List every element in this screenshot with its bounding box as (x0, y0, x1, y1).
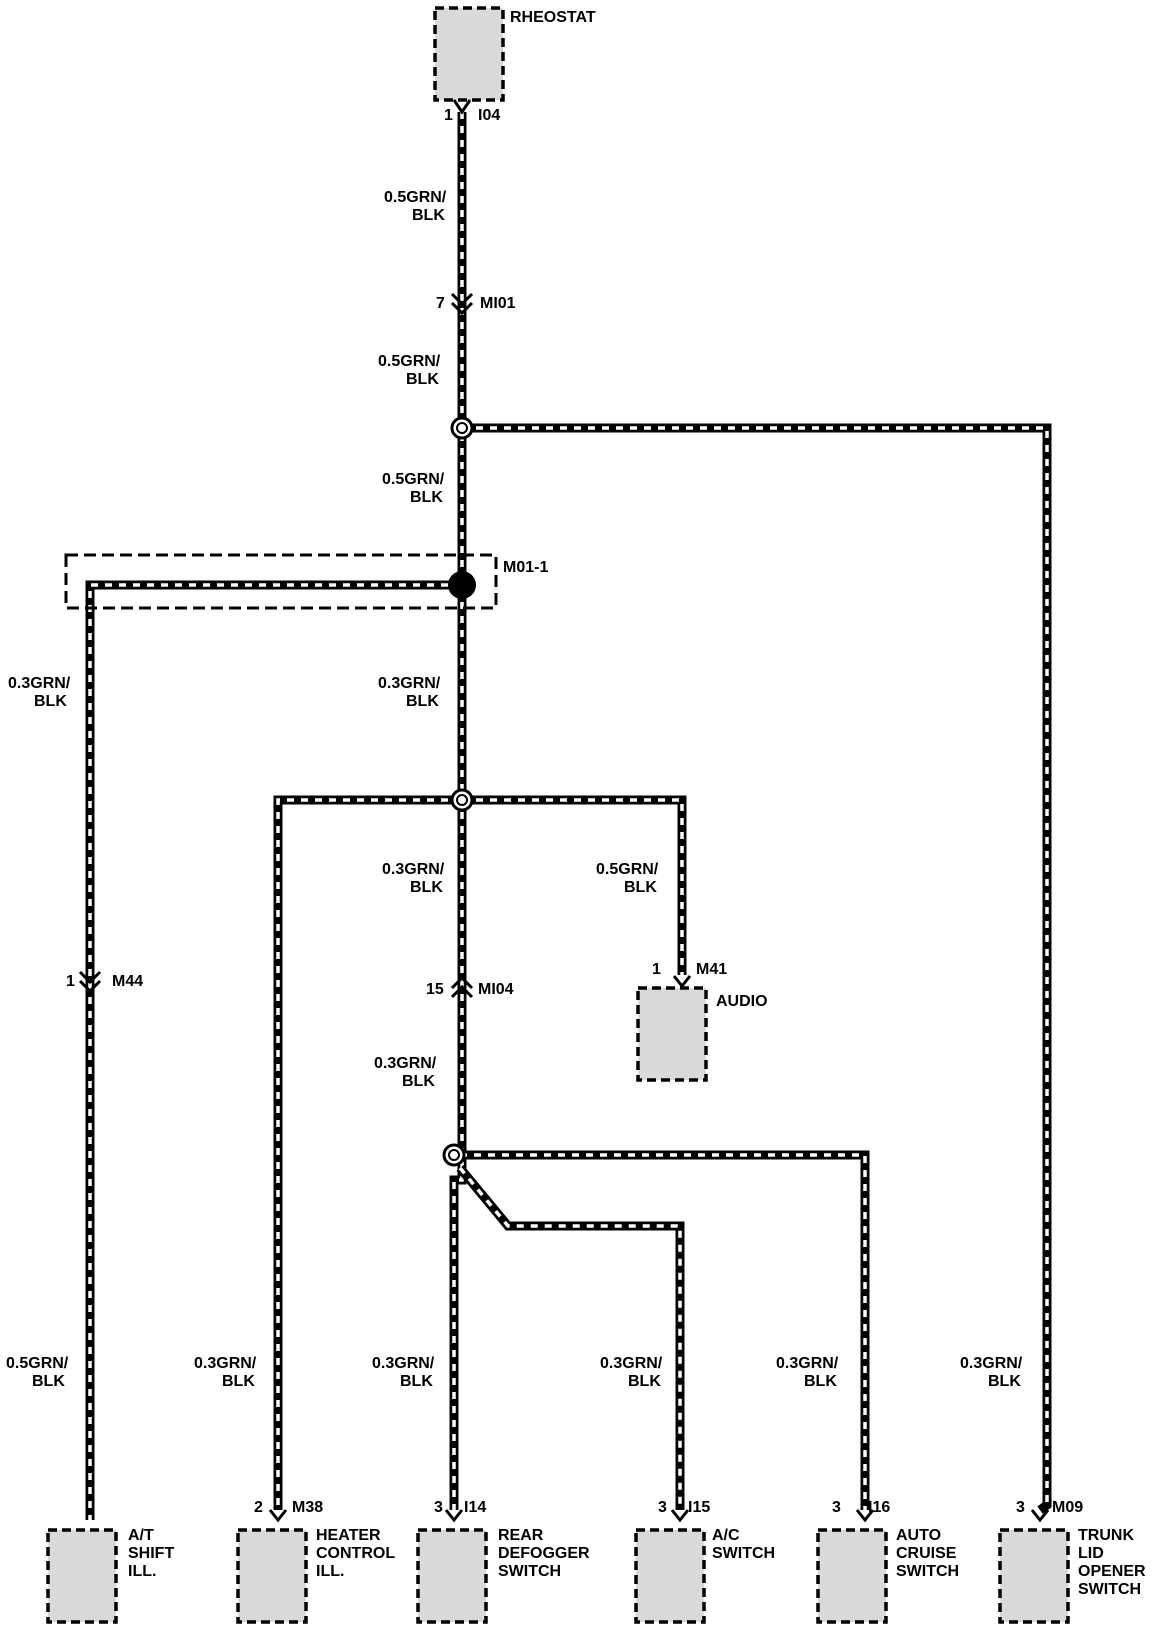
connector-mi01-symbol (450, 292, 474, 316)
wire-trunk-lid-branch (462, 423, 1052, 1514)
svg-text:BLK: BLK (32, 1373, 65, 1390)
rheostat-label: RHEOSTAT (510, 9, 596, 26)
rheostat-box (433, 6, 505, 102)
connector-m44-pin: 1 (66, 973, 75, 990)
svg-text:BLK: BLK (400, 1373, 433, 1390)
connector-i04-id: I04 (478, 107, 500, 124)
at-shift-ill-box (46, 1528, 118, 1624)
svg-text:0.3GRN/: 0.3GRN/ (194, 1355, 257, 1372)
connector-i15-id: I15 (688, 1499, 710, 1516)
splice-1 (450, 416, 474, 440)
svg-text:0.3GRN/: 0.3GRN/ (378, 675, 441, 692)
connector-m44-symbol (78, 970, 102, 994)
svg-text:0.5GRN/: 0.5GRN/ (384, 189, 447, 206)
at-shift-ill-label: A/T SHIFT ILL. (128, 1527, 179, 1580)
rear-defogger-switch-box (416, 1528, 488, 1624)
svg-text:0.3GRN/: 0.3GRN/ (382, 861, 445, 878)
svg-text:0.5GRN/: 0.5GRN/ (378, 353, 441, 370)
connector-m41-id: M41 (696, 961, 727, 978)
connector-i04-pin: 1 (444, 107, 453, 124)
connector-i15-pin: 3 (658, 1499, 667, 1516)
heater-control-ill-box (236, 1528, 308, 1624)
svg-text:BLK: BLK (34, 693, 67, 710)
auto-cruise-switch-box (816, 1528, 888, 1624)
connector-i14-id: I14 (464, 1499, 486, 1516)
splice-2 (450, 788, 474, 812)
connector-m44-id: M44 (112, 973, 143, 990)
svg-text:BLK: BLK (988, 1373, 1021, 1390)
connector-i16-pin: 3 (832, 1499, 841, 1516)
svg-text:BLK: BLK (410, 489, 443, 506)
wire-ac-branch (456, 1165, 685, 1510)
svg-text:BLK: BLK (624, 879, 657, 896)
wire-cruise-branch (460, 1150, 870, 1510)
m01-1-joint-box (64, 553, 498, 610)
ac-switch-box (634, 1528, 706, 1624)
wires (85, 112, 1052, 1520)
svg-text:0.5GRN/: 0.5GRN/ (382, 471, 445, 488)
audio-box (636, 986, 708, 1082)
svg-text:BLK: BLK (628, 1373, 661, 1390)
connector-m01-1-id: M01-1 (503, 559, 548, 576)
svg-text:BLK: BLK (406, 693, 439, 710)
connector-i16-id: I16 (868, 1499, 890, 1516)
splice-3 (442, 1143, 466, 1167)
svg-text:BLK: BLK (406, 371, 439, 388)
wire-heater-branch (273, 795, 462, 1510)
svg-text:0.3GRN/: 0.3GRN/ (960, 1355, 1023, 1372)
svg-text:0.3GRN/: 0.3GRN/ (776, 1355, 839, 1372)
connector-i14-pin: 3 (434, 1499, 443, 1516)
connector-mi01-id: MI01 (480, 295, 516, 312)
svg-text:BLK: BLK (410, 879, 443, 896)
svg-text:0.5GRN/: 0.5GRN/ (6, 1355, 69, 1372)
svg-text:0.3GRN/: 0.3GRN/ (600, 1355, 663, 1372)
svg-text:BLK: BLK (412, 207, 445, 224)
svg-text:BLK: BLK (402, 1073, 435, 1090)
connector-m41-pin: 1 (652, 961, 661, 978)
svg-text:0.3GRN/: 0.3GRN/ (372, 1355, 435, 1372)
connector-m38-id: M38 (292, 1499, 323, 1516)
connector-mi04-pin: 15 (426, 981, 444, 998)
svg-text:BLK: BLK (222, 1373, 255, 1390)
connector-m09-pin: 3 (1016, 1499, 1025, 1516)
svg-text:0.3GRN/: 0.3GRN/ (8, 675, 71, 692)
connector-m09-id: M09 (1052, 1499, 1083, 1516)
m01-1-joint-dot (448, 571, 476, 599)
svg-text:BLK: BLK (804, 1373, 837, 1390)
trunk-lid-opener-switch-label: TRUNK LID OPENER SWITCH (1078, 1527, 1150, 1598)
auto-cruise-switch-label: AUTO CRUISE SWITCH (896, 1527, 961, 1580)
rear-defogger-switch-label: REAR DEFOGGER SWITCH (498, 1527, 594, 1580)
connector-mi01-pin: 7 (436, 295, 445, 312)
heater-control-ill-label: HEATER CONTROL ILL. (316, 1527, 399, 1580)
wire-labels: 0.5GRN/ BLK 0.5GRN/ BLK 0.5GRN/ BLK 0.3G… (6, 189, 1023, 1390)
ac-switch-label: A/C SWITCH (712, 1527, 775, 1562)
connector-mi04-symbol (450, 975, 474, 999)
audio-label: AUDIO (716, 993, 768, 1010)
svg-text:0.5GRN/: 0.5GRN/ (596, 861, 659, 878)
trunk-lid-opener-switch-box (998, 1528, 1070, 1624)
connector-m38-pin: 2 (254, 1499, 263, 1516)
svg-text:0.3GRN/: 0.3GRN/ (374, 1055, 437, 1072)
connector-mi04-id: MI04 (478, 981, 514, 998)
